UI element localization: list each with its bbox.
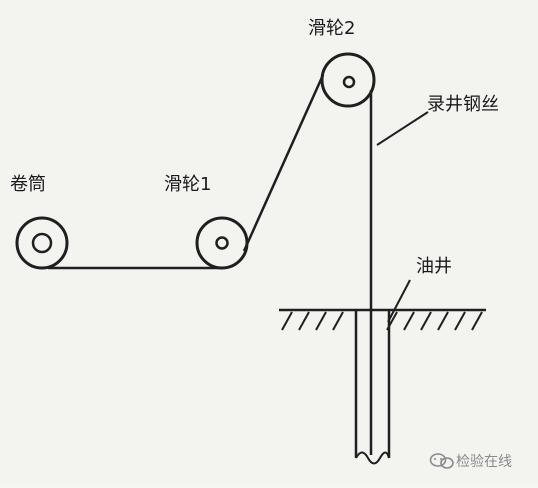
pulley-2-outer-circle: [320, 52, 376, 108]
pulley-1-axle: [215, 236, 229, 250]
wechat-icon: [429, 453, 454, 469]
well-label-leader: [387, 279, 411, 323]
watermark-text: 检验在线: [456, 454, 512, 470]
logging-wire: [48, 74, 429, 455]
oil-well: [279, 279, 486, 465]
drum-label: 卷筒: [10, 174, 46, 195]
drum-inner-circle: [31, 232, 53, 254]
drum-outer-circle: [15, 216, 69, 270]
wire-label-leader: [376, 111, 429, 146]
watermark: 检验在线: [429, 453, 512, 470]
pulley-1: [195, 216, 249, 270]
pulley-2-axle: [342, 75, 356, 89]
pulley-1-label: 滑轮1: [164, 174, 211, 195]
well-bottom-break: [355, 451, 390, 465]
pulley-1-outer-circle: [195, 216, 249, 270]
wire-pulley-1-to-pulley-2: [242, 74, 325, 252]
pulley-2-label: 滑轮2: [308, 18, 355, 39]
ground-hatching: [281, 311, 483, 331]
drum: [15, 216, 69, 270]
pulley-2: [320, 52, 376, 108]
oil-well-label: 油井: [416, 256, 452, 277]
logging-wire-label: 录井钢丝: [427, 94, 499, 115]
